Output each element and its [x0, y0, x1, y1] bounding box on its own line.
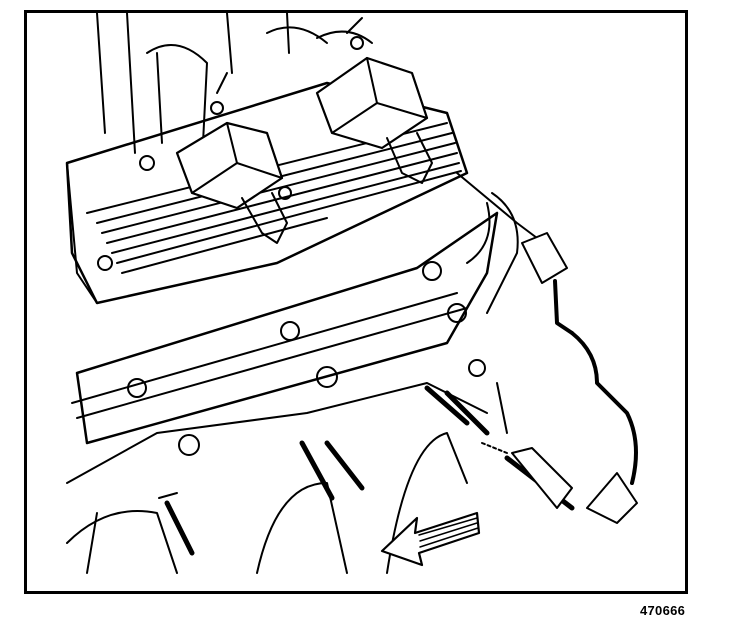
intake-runners	[96, 13, 373, 164]
spark-plugs	[158, 385, 490, 556]
cylinder-head	[71, 192, 519, 456]
figure-id-label: 470666	[640, 603, 686, 618]
engine-illustration	[65, 13, 638, 574]
ignition-coil-1	[175, 72, 288, 244]
figure-frame	[24, 10, 688, 594]
ignition-coil-2	[315, 17, 433, 184]
direction-arrow-icon	[380, 511, 481, 567]
spark-plug-wire	[456, 172, 638, 524]
